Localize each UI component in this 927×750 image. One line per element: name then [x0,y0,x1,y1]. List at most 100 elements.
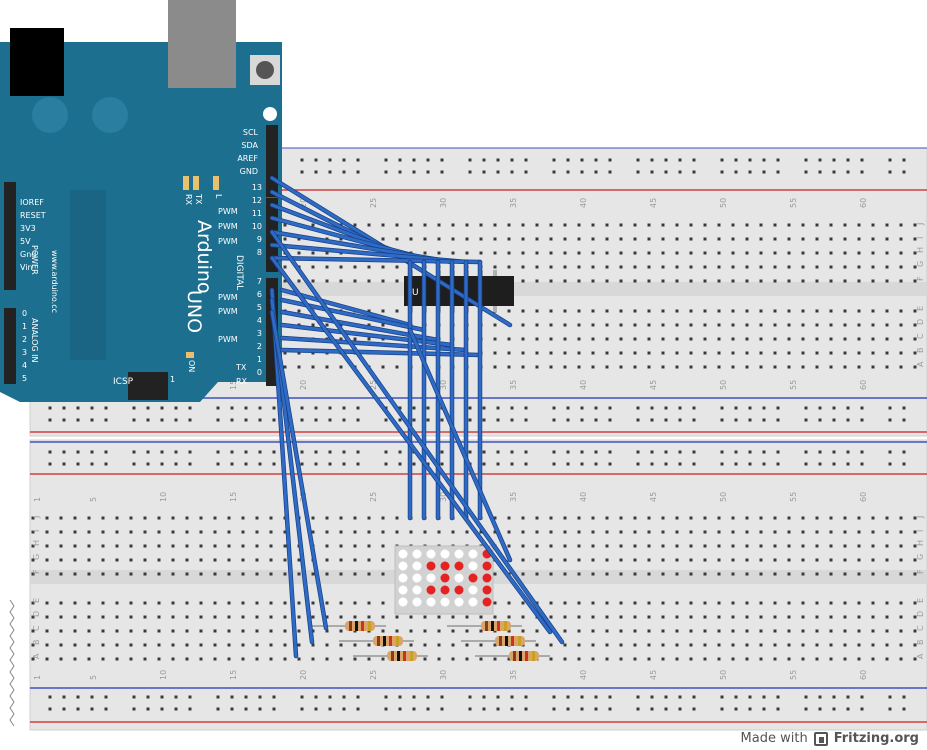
breadboard-hole [661,323,665,327]
breadboard-hole [339,601,343,605]
breadboard-hole [871,251,875,255]
rail-hole [748,418,752,422]
icsp-label: ICSP [113,377,134,387]
column-number: 60 [859,670,868,680]
breadboard-hole [591,657,595,661]
rail-hole [846,406,850,410]
rail-hole [580,158,584,162]
breadboard-hole [395,516,399,520]
rail-hole [818,158,822,162]
rail-hole [902,462,906,466]
breadboard-hole [423,657,427,661]
rail-hole [664,462,668,466]
breadboard-hole [381,279,385,283]
rail-hole [664,406,668,410]
rail-hole [636,450,640,454]
breadboard-hole [745,572,749,576]
row-letter: A [32,653,41,659]
led-off [468,561,478,571]
breadboard-hole [213,572,217,576]
breadboard-hole [885,572,889,576]
rail-hole [398,406,402,410]
breadboard-hole [31,643,35,647]
rail-hole [426,462,430,466]
breadboard-hole [619,601,623,605]
rail-hole [356,170,360,174]
breadboard-hole [801,265,805,269]
breadboard-hole [731,601,735,605]
rail-hole [482,462,486,466]
rail-hole [748,462,752,466]
breadboard-hole [339,279,343,283]
resistor-band [361,621,364,631]
led-off [412,585,422,595]
breadboard-hole [857,558,861,562]
rail-hole [356,406,360,410]
breadboard-hole [745,365,749,369]
breadboard-hole [493,516,497,520]
breadboard-hole [157,558,161,562]
breadboard-hole [199,544,203,548]
breadboard-hole [633,309,637,313]
breadboard-hole [857,530,861,534]
breadboard-hole [115,544,119,548]
breadboard-hole [437,657,441,661]
rail-hole [468,695,472,699]
breadboard-hole [549,558,553,562]
rail-hole [832,450,836,454]
rail-hole [650,462,654,466]
breadboard-hole [367,615,371,619]
resistor-band [410,651,413,661]
breadboard-hole [45,601,49,605]
rail-hole [552,450,556,454]
breadboard-hole [591,323,595,327]
breadboard-hole [717,530,721,534]
breadboard-hole [759,572,763,576]
rail-hole [692,450,696,454]
breadboard-hole [703,279,707,283]
led-off [412,561,422,571]
breadboard-hole [171,558,175,562]
breadboard-hole [675,265,679,269]
rail-hole [258,707,262,711]
breadboard-hole [143,530,147,534]
breadboard-hole [283,629,287,633]
breadboard-hole [521,279,525,283]
breadboard-hole [591,351,595,355]
breadboard-hole [535,337,539,341]
chip-pin [493,270,497,276]
breadboard-hole [759,657,763,661]
breadboard-hole [521,516,525,520]
breadboard-hole [87,615,91,619]
breadboard-hole [605,572,609,576]
breadboard-hole [801,337,805,341]
led-off [468,549,478,559]
breadboard-hole [899,657,903,661]
resistor-band [505,636,508,646]
wire [280,336,468,352]
rail-hole [860,170,864,174]
breadboard-hole [185,657,189,661]
rail-hole [860,406,864,410]
column-number: 30 [439,380,448,390]
power-label: POWER [30,245,39,275]
breadboard-hole [269,558,273,562]
breadboard-hole [829,309,833,313]
breadboard-hole [717,337,721,341]
breadboard-hole [871,530,875,534]
rail-hole [496,406,500,410]
rail-hole [524,695,528,699]
led-off [468,585,478,595]
breadboard-hole [647,265,651,269]
rail-hole [440,695,444,699]
rail-hole [328,450,332,454]
breadboard-hole [871,323,875,327]
breadboard-hole [829,643,833,647]
breadboard-hole [283,237,287,241]
resistor-band [511,636,514,646]
breadboard-hole [353,572,357,576]
breadboard-hole [913,615,917,619]
rail-hole [902,695,906,699]
rail-hole [496,707,500,711]
